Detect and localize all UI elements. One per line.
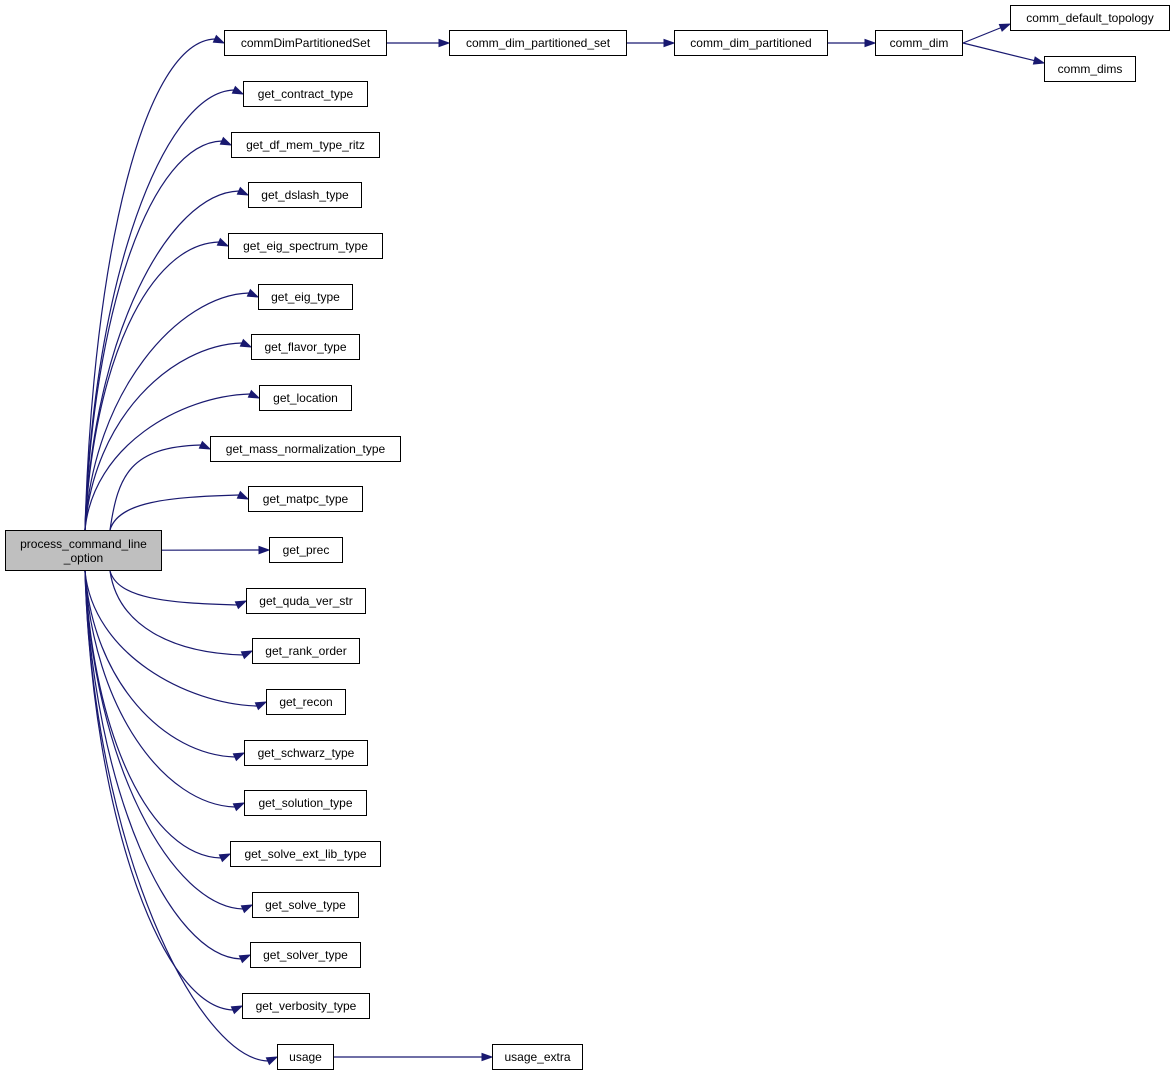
node-process-command-line-option: process_command_line _option [5,530,162,571]
node-get-solution-type[interactable]: get_solution_type [244,790,367,816]
edge-root-to-get_df_mem_type_ritz-arrowhead [219,136,233,146]
node-commDimPartitionedSet[interactable]: commDimPartitionedSet [224,30,387,56]
edge-root-to-get_schwarz_type-arrowhead [232,752,246,762]
edge-root-to-get_schwarz_type [84,570,236,758]
node-get-dslash-type[interactable]: get_dslash_type [248,182,362,208]
node-usage-extra[interactable]: usage_extra [492,1044,583,1070]
edge-root-to-get_mass_normalization_type-arrowhead [198,440,212,450]
node-get-solve-ext-lib-type[interactable]: get_solve_ext_lib_type [230,841,381,867]
edge-root-to-get_solver_type-arrowhead [238,954,252,964]
node-get-eig-spectrum-type[interactable]: get_eig_spectrum_type [228,233,383,259]
edge-root-to-get_recon-arrowhead [254,701,268,711]
node-get-prec[interactable]: get_prec [269,537,343,563]
edge-root-to-get_eig_spectrum_type [84,241,220,531]
edge-commDimPartitionedSet-to-comm_dim_partitioned_set-arrowhead [438,38,451,48]
node-get-solve-type[interactable]: get_solve_type [252,892,359,918]
edge-root-to-get_eig_spectrum_type-arrowhead [216,237,230,247]
edge-root-to-commDimPartitionedSet-arrowhead [212,34,226,44]
edge-root-to-get_solution_type-arrowhead [232,802,246,812]
edge-root-to-get_location-arrowhead [247,389,261,399]
edge-root-to-get_location [84,393,251,531]
edge-root-to-get_quda_ver_str-arrowhead [234,600,248,610]
edge-root-to-get_contract_type-arrowhead [231,85,245,95]
node-comm-dim[interactable]: comm_dim [875,30,963,56]
edge-root-to-get_matpc_type [109,494,240,531]
node-usage[interactable]: usage [277,1044,334,1070]
edge-root-to-get_flavor_type [84,342,243,531]
edge-root-to-get_mass_normalization_type [109,444,202,531]
node-get-recon[interactable]: get_recon [266,689,346,715]
edge-comm_dim_partitioned_set-to-comm_dim_partitioned-arrowhead [663,38,676,48]
node-comm-default-topology[interactable]: comm_default_topology [1010,5,1170,31]
node-get-mass-normalization-type[interactable]: get_mass_normalization_type [210,436,401,462]
edge-root-to-get_solver_type [84,570,242,960]
edge-root-to-get_rank_order-arrowhead [240,650,254,660]
edge-root-to-get_contract_type [84,89,235,531]
edge-root-to-get_solve_ext_lib_type-arrowhead [218,853,232,863]
edge-root-to-get_dslash_type-arrowhead [236,186,250,196]
edge-comm_dim-to-comm_dims-arrowhead [1032,56,1046,65]
node-get-contract-type[interactable]: get_contract_type [243,81,368,107]
edge-root-to-get_verbosity_type [84,570,234,1011]
edge-comm_dim-to-comm_default_topology [962,26,1002,44]
edge-root-to-get_eig_type [84,292,250,531]
node-get-flavor-type[interactable]: get_flavor_type [251,334,360,360]
edge-root-to-get_solve_type [84,570,244,910]
edge-root-to-get_recon [84,570,258,707]
edge-root-to-usage [84,570,269,1062]
node-comm-dims[interactable]: comm_dims [1044,56,1136,82]
edge-root-to-get_verbosity_type-arrowhead [230,1005,244,1015]
edge-root-to-usage-arrowhead [265,1056,279,1066]
edge-root-to-get_df_mem_type_ritz [84,140,223,531]
edge-root-to-get_solve_type-arrowhead [240,904,254,914]
node-comm-dim-partitioned[interactable]: comm_dim_partitioned [674,30,828,56]
node-get-eig-type[interactable]: get_eig_type [258,284,353,310]
edge-usage-to-usage_extra-arrowhead [481,1052,494,1062]
node-get-location[interactable]: get_location [259,385,352,411]
edge-comm_dim-to-comm_dims [962,42,1036,62]
edge-root-to-get_matpc_type-arrowhead [236,490,250,500]
edge-root-to-get_flavor_type-arrowhead [239,338,253,348]
node-get-rank-order[interactable]: get_rank_order [252,638,360,664]
edge-root-to-get_rank_order [109,570,244,656]
node-get-matpc-type[interactable]: get_matpc_type [248,486,363,512]
edge-root-to-get_quda_ver_str [109,570,238,606]
edge-root-to-get_eig_type-arrowhead [246,288,260,298]
edge-root-to-commDimPartitionedSet [84,38,216,531]
node-comm-dim-partitioned-set[interactable]: comm_dim_partitioned_set [449,30,627,56]
node-get-quda-ver-str[interactable]: get_quda_ver_str [246,588,366,614]
node-get-solver-type[interactable]: get_solver_type [250,942,361,968]
node-get-schwarz-type[interactable]: get_schwarz_type [244,740,368,766]
edge-root-to-get_prec-arrowhead [258,545,271,555]
edge-root-to-get_solution_type [84,570,236,808]
edge-comm_dim-to-comm_default_topology-arrowhead [998,23,1012,32]
node-get-verbosity-type[interactable]: get_verbosity_type [242,993,370,1019]
edge-comm_dim_partitioned-to-comm_dim-arrowhead [864,38,877,48]
node-get-df-mem-type-ritz[interactable]: get_df_mem_type_ritz [231,132,380,158]
